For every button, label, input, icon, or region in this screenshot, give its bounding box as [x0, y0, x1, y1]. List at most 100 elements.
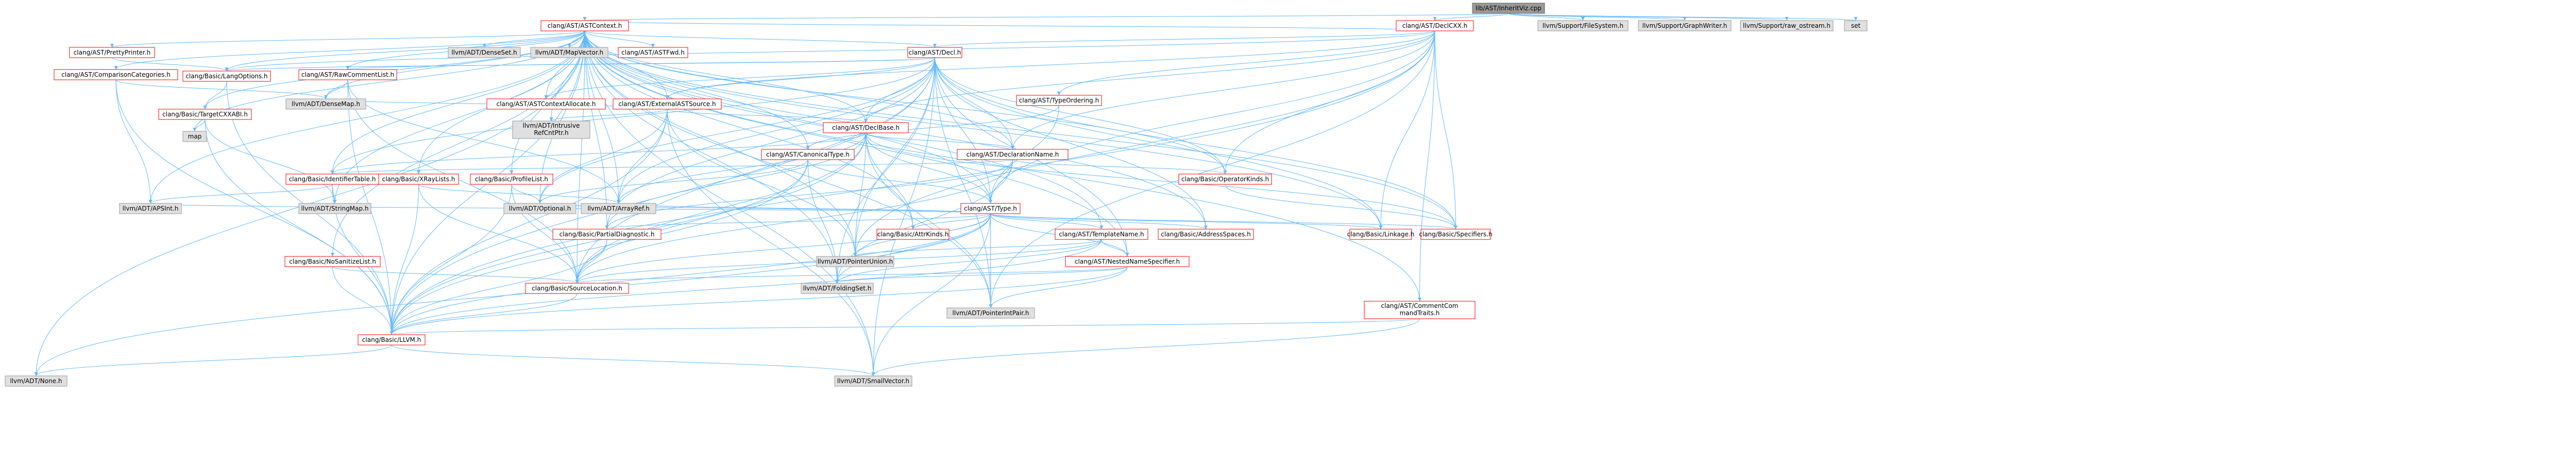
node-label: llvm/ADT/ArrayRef.h [587, 205, 650, 212]
node-map[interactable]: map [182, 131, 207, 142]
arrowhead-decl_cxx-to-ast_context [583, 17, 587, 21]
node-apsint[interactable]: llvm/ADT/APSInt.h [119, 203, 182, 214]
node-box [285, 98, 366, 110]
node-llvm[interactable]: clang/Basic/LLVM.h [358, 334, 426, 346]
node-comparison-categories[interactable]: clang/AST/ComparisonCategories.h [54, 69, 178, 80]
node-sanitizer-list[interactable]: clang/Basic/NoSanitizeList.h [284, 256, 381, 267]
node-dense-map[interactable]: llvm/ADT/DenseMap.h [285, 98, 366, 110]
node-box [448, 47, 521, 58]
node-root[interactable]: lib/AST/InheritViz.cpp [1472, 3, 1545, 14]
node-decl[interactable]: clang/AST/Decl.h [907, 47, 962, 58]
arrowhead-root-to-file_system [1581, 17, 1585, 21]
node-ast-fwd[interactable]: clang/AST/ASTFwd.h [618, 47, 688, 58]
edge-comparison_categories-to-dense_map [115, 79, 326, 99]
edge-external_ast_source-to-array_ref [618, 109, 668, 204]
arrowhead-decl_cxx-to-comment_command_traits [1418, 298, 1421, 301]
edge-template_name-to-pointer_union [855, 239, 1102, 257]
node-folding-set[interactable]: llvm/ADT/FoldingSet.h [801, 283, 874, 294]
node-box [1396, 20, 1474, 31]
node-file-system[interactable]: llvm/Support/FileSystem.h [1537, 20, 1629, 31]
edge-canonical_type-to-optional [539, 159, 808, 204]
node-declaration-name[interactable]: clang/AST/DeclarationName.h [957, 149, 1069, 160]
arrowhead-ast_context-to-xray_lists [417, 170, 420, 174]
arrowhead-ast_type-to-array_ref [617, 200, 620, 203]
node-label: clang/AST/ComparisonCategories.h [61, 71, 171, 78]
node-profile-list[interactable]: clang/Basic/ProfileList.h [470, 174, 553, 185]
node-box [512, 120, 590, 139]
node-ast-context-allocate[interactable]: clang/AST/ASTContextAllocate.h [486, 98, 606, 110]
node-label: clang/AST/DeclarationName.h [967, 151, 1059, 158]
arrowhead-declaration_name-to-operator_kinds [1223, 170, 1227, 174]
node-pointer-union[interactable]: llvm/ADT/PointerUnion.h [816, 256, 894, 267]
node-decl-cxx[interactable]: clang/AST/DeclCXX.h [1396, 20, 1474, 31]
node-linkage[interactable]: clang/Basic/Linkage.h [1347, 229, 1415, 240]
node-box [834, 375, 912, 387]
node-label: clang/Basic/PartialDiagnostic.h [560, 231, 655, 238]
edge-ast_context-to-operator_kinds [584, 30, 1226, 175]
node-box [530, 47, 608, 58]
node-dense-set[interactable]: llvm/ADT/DenseSet.h [448, 47, 521, 58]
node-label: clang/Basic/NoSanitizeList.h [289, 258, 376, 265]
node-small-vector[interactable]: llvm/ADT/SmallVector.h [834, 375, 912, 387]
edge-raw_comment_list-to-array_ref [347, 79, 619, 204]
node-raw-ostream[interactable]: llvm/Support/raw_ostream.h [1740, 20, 1834, 31]
arrowhead-external_ast_source-to-intrusive_ref_cnt_ptr [549, 117, 553, 121]
node-box [284, 256, 381, 267]
node-nested-name-specifier[interactable]: clang/AST/NestedNameSpecifier.h [1065, 256, 1190, 267]
node-identifier-table[interactable]: clang/Basic/IdentifierTable.h [285, 174, 379, 185]
node-graph-writer[interactable]: llvm/Support/GraphWriter.h [1638, 20, 1732, 31]
node-external-ast-source[interactable]: clang/AST/ExternalASTSource.h [613, 98, 722, 110]
node-target-cxx-abi[interactable]: clang/Basic/TargetCXXABI.h [158, 109, 252, 120]
node-array-ref[interactable]: llvm/ADT/ArrayRef.h [581, 203, 656, 214]
node-source-location[interactable]: clang/Basic/SourceLocation.h [525, 283, 629, 294]
nodes: lib/AST/InheritViz.cpp clang/AST/ASTConte… [5, 3, 1868, 387]
edge-decl-to-partial_diagnostic [606, 57, 935, 230]
node-lang-options[interactable]: clang/Basic/LangOptions.h [182, 71, 271, 82]
node-operator-kinds[interactable]: clang/Basic/OperatorKinds.h [1178, 174, 1272, 185]
edge-ast_context-to-optional [539, 30, 585, 204]
node-attr-kinds[interactable]: clang/Basic/AttrKinds.h [876, 229, 950, 240]
node-box [119, 203, 182, 214]
node-set[interactable]: set [1844, 20, 1868, 31]
node-pretty-printer[interactable]: clang/AST/PrettyPrinter.h [69, 47, 155, 58]
node-box [1844, 20, 1868, 31]
node-ast-type[interactable]: clang/AST/Type.h [960, 203, 1021, 214]
node-label: clang/AST/ASTContextAllocate.h [497, 100, 596, 108]
arrowhead-root-to-decl_cxx [1433, 17, 1437, 21]
node-partial-diagnostic[interactable]: clang/Basic/PartialDiagnostic.h [552, 229, 662, 240]
node-raw-comment-list[interactable]: clang/AST/RawCommentList.h [298, 69, 397, 80]
node-decl-base[interactable]: clang/AST/DeclBase.h [823, 122, 909, 133]
node-address-spaces[interactable]: clang/Basic/AddressSpaces.h [1158, 229, 1254, 240]
edge-decl_base-to-partial_diagnostic [606, 132, 866, 230]
node-pointer-int-pair[interactable]: llvm/ADT/PointerIntPair.h [946, 307, 1035, 319]
node-none[interactable]: llvm/ADT/None.h [5, 375, 67, 387]
node-box [1420, 229, 1491, 240]
edge-ast_context-to-source_location [577, 30, 585, 284]
node-xray-lists[interactable]: clang/Basic/XRayLists.h [378, 174, 459, 185]
edge-ast_type-to-small_vector [873, 213, 991, 376]
node-specifiers[interactable]: clang/Basic/Specifiers.h [1419, 229, 1493, 240]
edge-canonical_type-to-llvm [391, 159, 808, 335]
node-map-vector[interactable]: llvm/ADT/MapVector.h [530, 47, 608, 58]
node-template-name[interactable]: clang/AST/TemplateName.h [1055, 229, 1148, 240]
node-label: clang/Basic/OperatorKinds.h [1181, 176, 1269, 183]
edge-xray_lists-to-array_ref [418, 184, 619, 204]
node-canonical-type[interactable]: clang/AST/CanonicalType.h [761, 149, 855, 160]
node-ast-context[interactable]: clang/AST/ASTContext.h [540, 20, 629, 31]
edge-ast_context-to-pointer_int_pair [584, 30, 991, 308]
edge-comment_command_traits-to-llvm [391, 318, 1420, 335]
arrowhead-llvm-to-small_vector [871, 372, 875, 376]
arrowhead-decl-to-external_ast_source [665, 95, 669, 99]
node-box [298, 69, 397, 80]
node-optional[interactable]: llvm/ADT/Optional.h [503, 203, 577, 214]
node-type-ordering[interactable]: clang/AST/TypeOrdering.h [1016, 95, 1102, 106]
edge-target_cxx_abi-to-llvm [205, 119, 392, 335]
node-string-map[interactable]: llvm/ADT/StringMap.h [298, 203, 371, 214]
node-label: clang/Basic/AddressSpaces.h [1161, 231, 1250, 238]
node-label: llvm/ADT/None.h [10, 377, 62, 385]
edge-ast_type-to-template_name [990, 213, 1102, 230]
node-label: clang/AST/TemplateName.h [1059, 231, 1144, 238]
node-label: RefCntPtr.h [534, 129, 568, 136]
